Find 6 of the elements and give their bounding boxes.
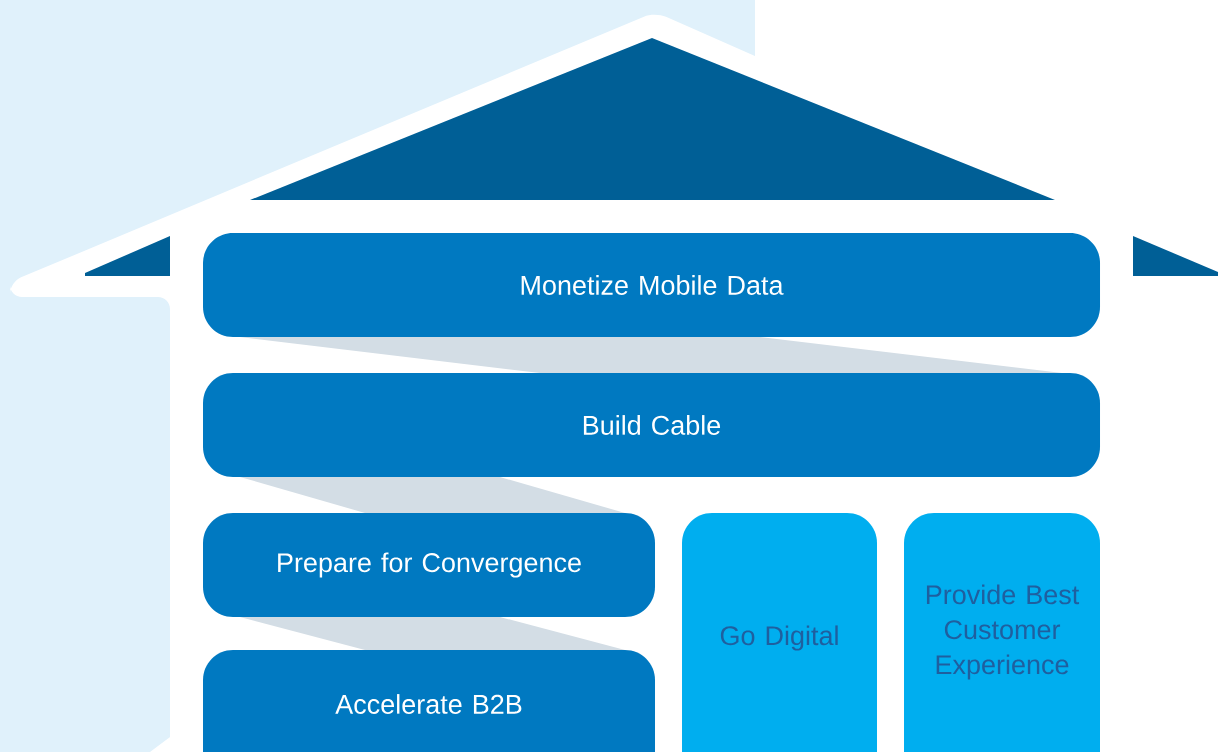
goal-box: Monetize Mobile Data [203,233,1100,337]
goal-box: Build Cable [203,373,1100,477]
goal-box: Prepare for Convergence [203,513,655,617]
goal-box: Go Digital [682,513,877,752]
goal-box: Accelerate B2B [203,650,655,752]
goal-box: Provide Best Customer Experience [904,513,1100,752]
